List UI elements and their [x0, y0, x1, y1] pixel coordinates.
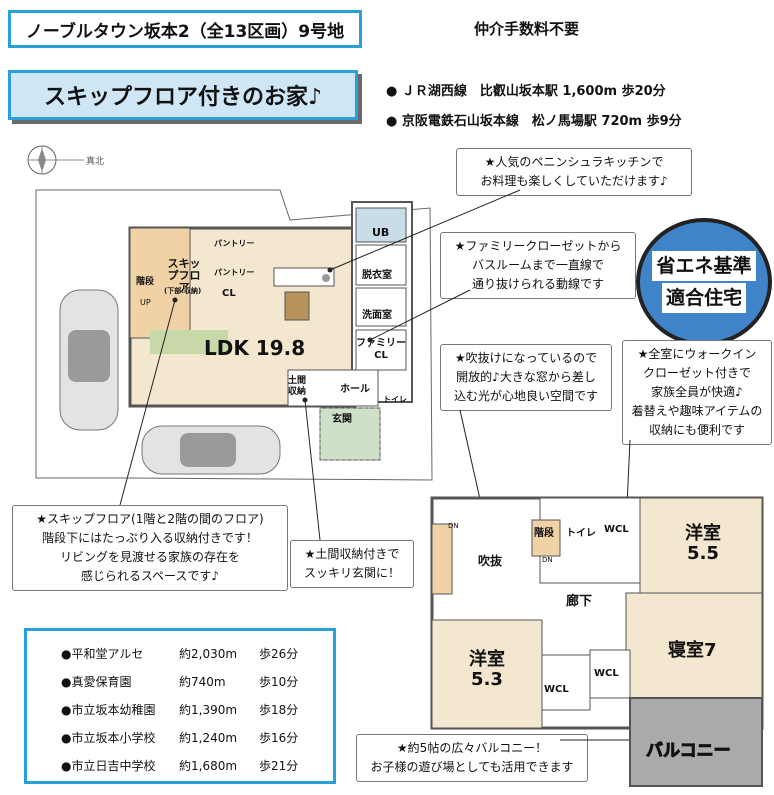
wcl-left-label: WCL: [544, 684, 569, 695]
stairs-label: 階段: [136, 277, 155, 287]
skip-floor-label: スキップフロア: [167, 257, 201, 294]
list-item-dist: 約1,240m: [179, 731, 238, 745]
ub-label: UB: [372, 226, 390, 239]
list-item: ●市立坂本幼稚園: [61, 703, 156, 717]
access-jr: ● ＪＲ湖西線 比叡山坂本駅 1,600m 歩20分: [386, 84, 666, 99]
list-item-walk: 歩10分: [259, 675, 299, 689]
toilet2-label: トイレ: [566, 528, 596, 539]
list-item: ●真愛保育園: [61, 675, 132, 689]
hall-label: ホール: [340, 384, 370, 395]
catch-copy: スキップフロア付きのお家♪: [8, 70, 358, 120]
pantry-label-2: パントリー: [214, 268, 255, 277]
bubble-closet: ★ファミリークローゼットからバスルームまで一直線で通り抜けられる動線です: [440, 232, 636, 299]
washroom-label: 洗面室: [362, 310, 392, 321]
compass-icon: [27, 145, 84, 175]
dressing-label: 脱衣室: [362, 270, 392, 281]
eco-badge-line1: 省エネ基準: [652, 251, 756, 281]
bubble-balcony: ★約5帖の広々バルコニー！お子様の遊び場としても活用できます: [356, 734, 588, 782]
list-item-dist: 約1,390m: [179, 703, 238, 717]
balcony-label: バルコニー: [646, 741, 732, 762]
bubble-wic: ★全室にウォークインクローゼット付きで家族全員が快適♪着替えや趣味アイテムの収納…: [622, 340, 772, 445]
list-item-dist: 約2,030m: [179, 647, 238, 661]
list-item-dist: 約740m: [179, 675, 226, 689]
wcl-right-label: WCL: [594, 668, 619, 679]
list-item: ●市立坂本小学校: [61, 731, 156, 745]
wcl-top-label: WCL: [604, 524, 629, 535]
bubble-kitchen: ★人気のペニンシュラキッチンでお料理も楽しくしていただけます♪: [456, 148, 692, 196]
car-icon: [141, 425, 281, 475]
access-keihan: ● 京阪電鉄石山坂本線 松ノ馬場駅 720m 歩9分: [386, 114, 682, 129]
family-cl-label: ファミリーCL: [356, 338, 406, 361]
bubble-skip: ★スキップフロア(1階と2階の間のフロア)階段下にはたっぷり入る収納付きです！リ…: [12, 505, 288, 591]
compass-label: 真北: [86, 157, 105, 167]
pantry-label-1: パントリー: [214, 239, 255, 248]
fee-note: 仲介手数料不要: [474, 20, 580, 38]
eco-badge-line2: 適合住宅: [661, 283, 746, 313]
list-item-dist: 約1,680m: [179, 759, 238, 773]
cl-label: CL: [222, 288, 236, 299]
stairs2-label: 階段: [534, 528, 554, 539]
nearby-list: ●平和堂アルセ 約2,030m 歩26分 ●真愛保育園 約740m 歩10分 ●…: [24, 628, 336, 784]
list-item-walk: 歩18分: [259, 703, 299, 717]
entrance-label: 玄関: [332, 414, 352, 425]
page-title: ノーブルタウン坂本2（全13区画）9号地: [8, 10, 362, 48]
doma-label: 土間収納: [288, 376, 307, 397]
list-item-walk: 歩16分: [259, 731, 299, 745]
car-icon: [59, 289, 119, 431]
up-label: UP: [140, 298, 151, 307]
list-item-walk: 歩26分: [259, 647, 299, 661]
list-item: ●平和堂アルセ: [61, 647, 144, 661]
list-item-walk: 歩21分: [259, 759, 299, 773]
bubble-doma: ★土間収納付きでスッキリ玄関に！: [290, 540, 414, 588]
dn-label-1: DN: [448, 522, 459, 530]
fukinuke-label: 吹抜: [478, 554, 503, 568]
skip-note-label: (下部:収納): [164, 287, 202, 295]
toilet-label: トイレ: [383, 395, 407, 404]
floor2-plan: [430, 496, 764, 787]
bubble-fukinuke: ★吹抜けになっているので開放的♪大きな窓から差し込む光が心地良い空間です: [440, 344, 612, 411]
list-item: ●市立日吉中学校: [61, 759, 156, 773]
eco-badge: 省エネ基準 適合住宅: [636, 218, 772, 346]
bedroom-label: 寝室7: [668, 640, 717, 661]
hallway-label: 廊下: [566, 594, 593, 609]
ldk-label: LDK 19.8: [204, 336, 306, 360]
dn-label-2: DN: [542, 556, 553, 564]
